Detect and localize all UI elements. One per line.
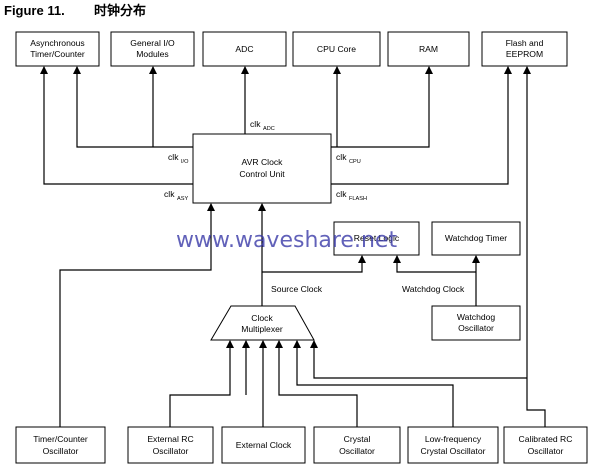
clk-io-line [73,66,193,148]
svg-text:External Clock: External Clock [236,440,292,450]
gpio-block: General I/O Modules [110,31,195,67]
svg-text:I/O: I/O [181,159,189,165]
svg-text:Oscillator: Oscillator [153,446,189,456]
svg-text:Oscillator: Oscillator [528,446,564,456]
watermark-text: www.waveshare.net [176,228,397,253]
lf-crystal-to-mux-line [293,340,454,427]
clk-asy-label: clk ASY [164,189,188,202]
svg-text:Oscillator: Oscillator [458,323,494,333]
source-clock-to-reset-line [262,255,366,273]
svg-text:clk: clk [336,189,347,199]
calibrated-rc-to-flash-line [523,66,546,427]
svg-text:Watchdog: Watchdog [457,312,496,322]
svg-text:Watchdog Timer: Watchdog Timer [445,233,507,243]
clock-multiplexer-block: Clock Multiplexer [210,305,315,341]
svg-text:Clock: Clock [251,313,273,323]
svg-text:clk: clk [250,119,261,129]
svg-text:Flash and: Flash and [506,38,544,48]
svg-text:clk: clk [164,189,175,199]
svg-text:Crystal: Crystal [344,434,371,444]
svg-text:Modules: Modules [136,49,168,59]
watchdog-clock-label: Watchdog Clock [402,284,465,294]
watchdog-clock-line [393,255,476,273]
svg-text:Calibrated RC: Calibrated RC [519,434,573,444]
external-rc-oscillator-block: External RC Oscillator [127,426,214,464]
svg-text:clk: clk [336,152,347,162]
svg-text:General I/O: General I/O [130,38,175,48]
svg-text:AVR Clock: AVR Clock [242,157,284,167]
clk-asy-line [40,66,193,185]
svg-text:Crystal Oscillator: Crystal Oscillator [421,446,486,456]
clk-flash-label: clk FLASH [336,189,367,202]
source-clock-label: Source Clock [271,284,323,294]
svg-text:ADC: ADC [235,44,253,54]
flash-eeprom-block: Flash and EEPROM [481,31,568,67]
svg-text:Control Unit: Control Unit [239,169,285,179]
svg-text:Reset Logic: Reset Logic [354,233,400,243]
clk-flash-line [331,66,512,185]
svg-text:Low-frequency: Low-frequency [425,434,482,444]
svg-text:EEPROM: EEPROM [506,49,543,59]
cal-rc-to-mux-line [310,340,527,379]
timer-counter-oscillator-block: Timer/Counter Oscillator [15,426,106,464]
svg-text:Multiplexer: Multiplexer [241,324,283,334]
svg-text:ASY: ASY [177,196,188,202]
svg-text:Timer/Counter: Timer/Counter [33,434,88,444]
watchdog-oscillator-block: Watchdog Oscillator [431,305,521,341]
crystal-to-mux-line [275,340,358,427]
svg-text:External RC: External RC [147,434,193,444]
reset-logic-block: Reset Logic [333,221,420,256]
crystal-oscillator-block: Crystal Oscillator [313,426,401,464]
svg-text:Timer/Counter: Timer/Counter [30,49,85,59]
figure-caption: 时钟分布 [94,3,146,18]
timer-osc-to-avr-line [59,203,215,427]
watchdog-timer-block: Watchdog Timer [431,221,521,256]
clk-io-label: clk I/O [168,152,189,165]
svg-text:RAM: RAM [419,44,438,54]
clk-cpu-label: clk CPU [336,152,361,165]
low-frequency-crystal-oscillator-block: Low-frequency Crystal Oscillator [407,426,499,464]
adc-block: ADC [202,31,287,67]
clk-adc-label: clk ADC [250,119,275,132]
svg-text:Oscillator: Oscillator [43,446,79,456]
svg-text:CPU Core: CPU Core [317,44,356,54]
svg-text:clk: clk [168,152,179,162]
async-timer-block: Asynchronous Timer/Counter [15,31,100,67]
svg-text:Asynchronous: Asynchronous [30,38,84,48]
ext-rc-to-mux-line [169,340,234,427]
cpu-core-block: CPU Core [292,31,381,67]
calibrated-rc-oscillator-block: Calibrated RC Oscillator [503,426,588,464]
avr-clock-control-unit-block: AVR Clock Control Unit [192,133,332,204]
svg-text:Oscillator: Oscillator [339,446,375,456]
clk-cpu-line [331,66,433,148]
svg-text:ADC: ADC [263,126,275,132]
svg-text:FLASH: FLASH [349,196,367,202]
figure-label: Figure 11. [4,3,65,18]
external-clock-block: External Clock [221,426,306,464]
svg-text:CPU: CPU [349,159,361,165]
ram-block: RAM [387,31,470,67]
